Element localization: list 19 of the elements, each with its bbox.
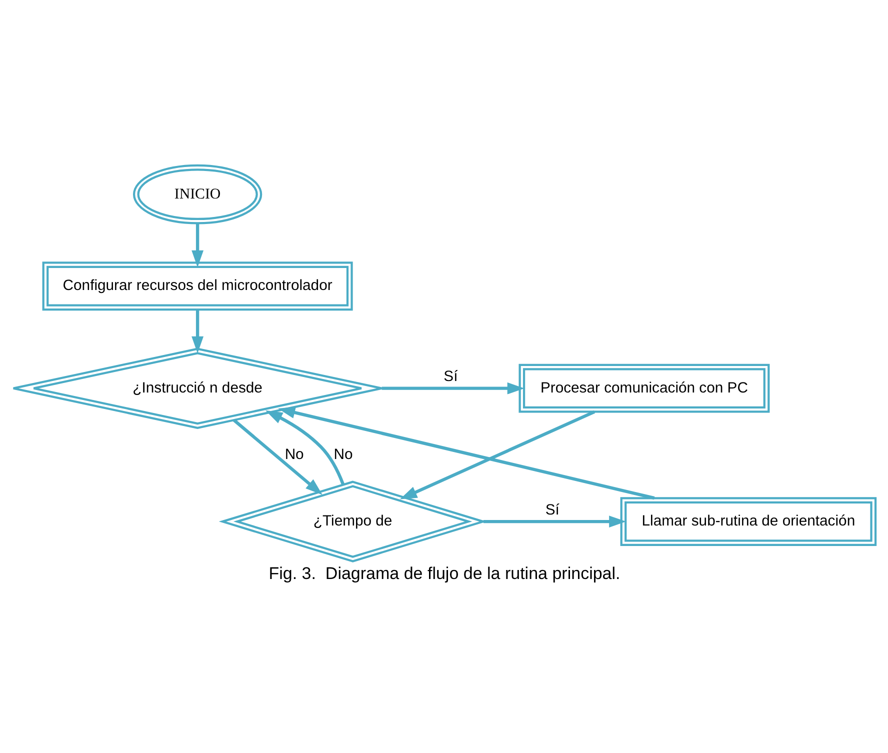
node-box: Configurar recursos del microcontrolador <box>42 261 352 310</box>
node-box: Llamar sub-rutina de orientación <box>620 496 876 546</box>
node-box: Procesar comunicación con PC <box>518 363 770 412</box>
caption: Fig. 3. Diagrama de flujo de la rutina principal. <box>268 563 620 582</box>
arrow <box>381 382 524 394</box>
arrow <box>191 223 204 267</box>
node-diamond: ¿Instrucció n desde <box>12 347 382 428</box>
arrow <box>278 406 654 500</box>
edge-label: No <box>333 446 352 462</box>
arrow <box>191 309 204 353</box>
arrow <box>232 418 322 494</box>
node-ellipse: INICIO <box>132 164 262 224</box>
arrow <box>399 410 595 499</box>
edge-label: No <box>284 446 304 462</box>
edge-label: Sí <box>544 502 559 518</box>
node-diamond: ¿Tiempo de <box>218 480 486 562</box>
arrow <box>264 410 344 485</box>
edge-label: Sí <box>443 368 458 385</box>
arrow <box>482 515 626 528</box>
